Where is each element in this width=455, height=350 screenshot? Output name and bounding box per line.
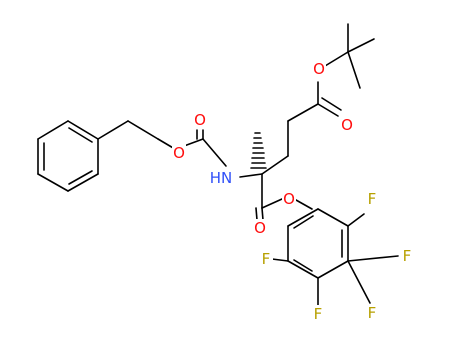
bond	[67, 173, 99, 192]
bond	[347, 51, 361, 89]
bond	[347, 260, 371, 304]
bond	[37, 120, 69, 140]
atom-o-carbonyl-tbu: O	[341, 116, 353, 134]
bond	[261, 198, 283, 209]
atom-f-3: F	[368, 304, 377, 322]
bond	[261, 155, 289, 175]
bond	[295, 199, 313, 210]
bond	[287, 208, 319, 227]
bond	[239, 173, 263, 178]
bond	[202, 138, 227, 167]
atom-f-4: F	[314, 305, 323, 323]
bond	[287, 103, 319, 122]
bond	[293, 215, 314, 229]
atom-o-ester-tbu: O	[313, 60, 325, 78]
atom-o-ester-pfp: O	[283, 190, 295, 208]
bond	[321, 97, 342, 111]
bond	[68, 170, 93, 185]
bond	[68, 127, 93, 143]
bond	[287, 260, 319, 279]
atom-o-carbonyl-pfp: O	[254, 219, 266, 237]
bond	[317, 260, 349, 279]
atom-o-carbonyl-cbz: O	[194, 111, 206, 129]
bond	[347, 213, 365, 227]
bond	[127, 120, 159, 140]
atom-f-2: F	[403, 247, 412, 265]
bond	[261, 207, 264, 221]
atom-nh: HN	[210, 169, 233, 187]
bond	[324, 51, 349, 67]
bond	[183, 138, 204, 147]
atom-labels: O O O O HN O O F F F F F	[172, 60, 414, 323]
bond	[271, 258, 289, 262]
atom-o-ester-cbz: O	[173, 144, 185, 162]
bond	[67, 120, 99, 140]
bond	[347, 38, 375, 53]
bond	[347, 255, 399, 262]
bond	[255, 207, 258, 221]
atom-f-1: F	[368, 190, 377, 208]
bond	[37, 173, 69, 192]
bonds	[37, 23, 399, 307]
atom-f-5: F	[262, 250, 271, 268]
bond	[293, 259, 313, 272]
bond	[317, 208, 349, 227]
bond	[317, 103, 339, 117]
bond	[97, 120, 129, 140]
